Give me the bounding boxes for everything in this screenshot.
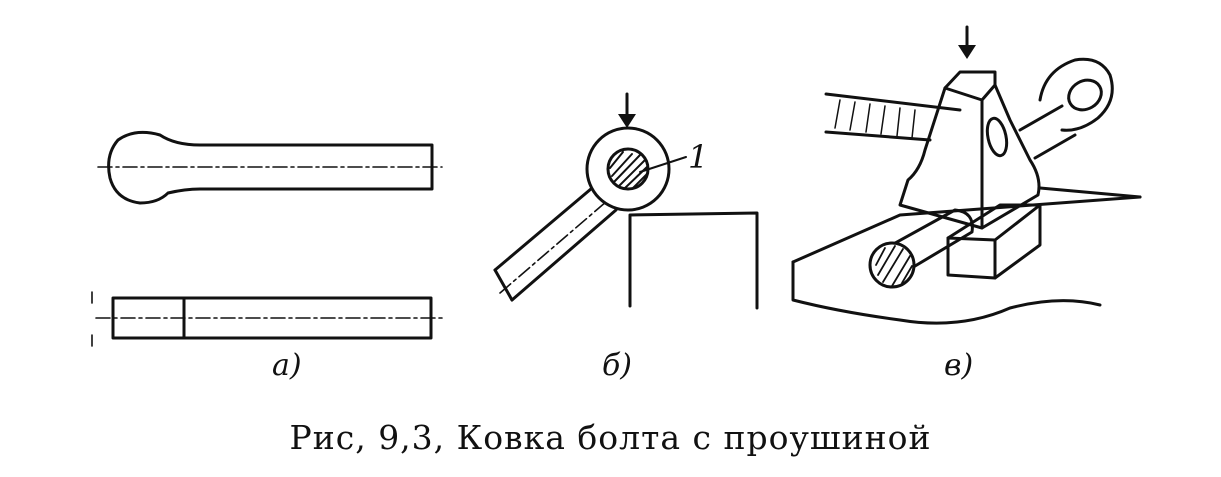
figure-caption: Рис, 9,3, Ковка болта с проушиной	[289, 418, 932, 457]
panel-c-die-forging	[791, 25, 1142, 325]
panel-a-side-view	[91, 291, 443, 347]
panel-a-top-view	[97, 130, 443, 205]
panel-label-b: б)	[602, 348, 633, 383]
callout-label-1: 1	[688, 138, 709, 176]
panel-label-a: а)	[272, 348, 302, 383]
panel-b-eye-forging	[493, 92, 759, 310]
panel-label-v: в)	[944, 348, 974, 383]
